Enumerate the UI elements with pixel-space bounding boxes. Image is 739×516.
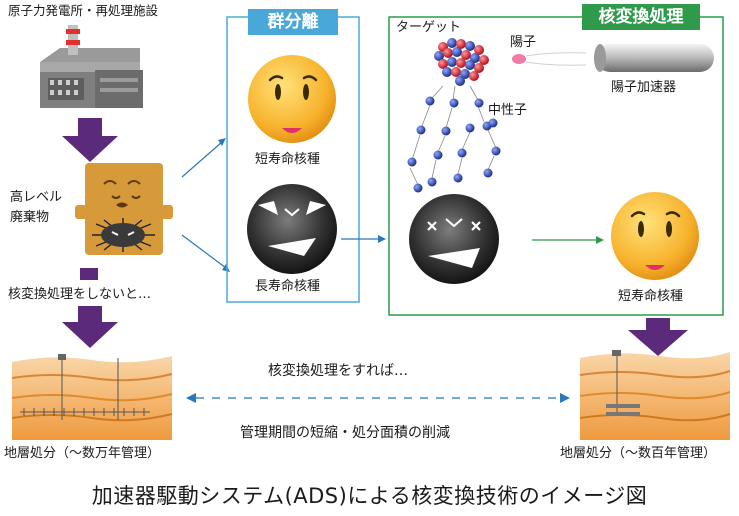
transmutation-box (388, 16, 724, 316)
arrowhead (560, 393, 570, 403)
smiley-face-icon (248, 55, 336, 143)
target-cluster-icon (434, 38, 489, 86)
neutron-label: 中性子 (488, 103, 528, 118)
partition-title: 群分離 (248, 9, 338, 35)
waste-container-icon (75, 163, 173, 255)
hlw-label: 高レベル 廃棄物 (10, 190, 63, 225)
short-lived-result-label: 短寿命核種 (618, 289, 684, 304)
without-label: 核変換処理をしないと… (8, 287, 152, 302)
neutron-icon (409, 85, 497, 186)
target-label: ターゲット (396, 20, 462, 35)
transmutation-title: 核変換処理 (582, 4, 700, 30)
figure-caption: 加速器駆動システム(ADS)による核変換技術のイメージ図 (91, 484, 648, 508)
accelerator-tube-icon (594, 44, 714, 72)
short-lived-label: 短寿命核種 (255, 152, 321, 167)
down-arrow (62, 118, 118, 162)
disposal-left-label: 地層処分（～数万年管理） (4, 446, 161, 461)
with-label: 核変換処理をすれば… (268, 363, 408, 379)
geologic-strata-icon (579, 350, 731, 440)
factory-icon (40, 25, 143, 108)
long-lived-label: 長寿命核種 (255, 279, 321, 294)
proton-label: 陽子 (510, 35, 537, 50)
plant-label: 原子力発電所・再処理施設 (8, 3, 159, 18)
arrowhead (218, 138, 226, 146)
gap-bar (80, 268, 98, 280)
arrowhead (186, 393, 196, 403)
benefit-label: 管理期間の短縮・処分面積の削減 (240, 425, 450, 441)
arrowhead (596, 236, 604, 244)
angry-face-icon (247, 184, 337, 274)
down-arrow (62, 306, 118, 348)
arrow-to-short-lived (181, 141, 223, 178)
accelerator-label: 陽子加速器 (611, 80, 677, 95)
disposal-right-label: 地層処分（～数百年管理） (560, 446, 717, 461)
neutron-icon (407, 96, 501, 193)
geologic-strata-icon (11, 354, 173, 440)
down-arrow (628, 318, 688, 356)
smiley-face-icon (611, 192, 699, 280)
arrowhead (222, 264, 230, 272)
angry-face-icon (409, 194, 499, 284)
proton-icon (512, 52, 587, 66)
arrow-to-long-lived (181, 234, 227, 269)
arrowhead (378, 235, 386, 243)
